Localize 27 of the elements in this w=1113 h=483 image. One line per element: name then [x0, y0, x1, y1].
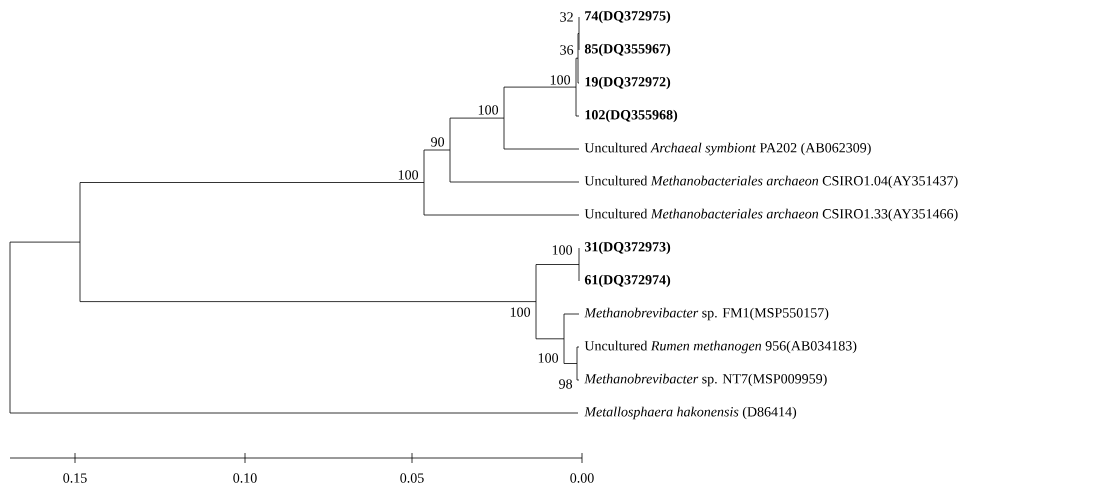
bootstrap-value: 100 — [510, 307, 531, 317]
taxon-label: Metallosphaera hakonensis (D86414) — [584, 406, 797, 420]
bootstrap-value: 100 — [478, 105, 499, 115]
tick-label: 0.15 — [63, 473, 87, 483]
bootstrap-value: 100 — [550, 75, 571, 85]
taxon-label: Uncultured Methanobacteriales archaeon CSIRO1.33(AY351466) — [584, 208, 958, 222]
taxon-label: 31(DQ372973) — [584, 241, 671, 255]
tick-label: 0.00 — [570, 473, 594, 483]
bootstrap-value: 100 — [552, 245, 573, 255]
bootstrap-value: 32 — [560, 12, 573, 22]
tick-label: 0.10 — [233, 473, 257, 483]
bootstrap-value: 90 — [431, 137, 445, 147]
taxon-label: 19(DQ372972) — [585, 76, 671, 90]
bootstrap-value: 98 — [559, 379, 573, 389]
taxon-label: Uncultured Methanobacteriales archaeon CSIRO1.04(AY351437) — [584, 175, 958, 189]
bootstrap-value: 100 — [538, 353, 559, 363]
taxon-label: Uncultured Rumen methanogen 956(AB034183) — [584, 340, 857, 354]
taxon-label: 102(DQ355968) — [585, 109, 678, 123]
taxon-label: Uncultured Archaeal symbiont PA202 (AB062309) — [584, 142, 871, 156]
taxon-label: Methanobrevibacter sp. NT7(MSP009959) — [584, 373, 827, 387]
bootstrap-value: 36 — [560, 45, 574, 55]
taxon-label: 85(DQ355967) — [584, 43, 671, 57]
bootstrap-value: 100 — [398, 170, 419, 180]
tick-label: 0.05 — [400, 473, 424, 483]
taxon-label: 61(DQ372974) — [584, 274, 671, 288]
taxon-label: 74(DQ372975) — [585, 10, 671, 24]
taxon-label: Methanobrevibacter sp. FM1(MSP550157) — [584, 307, 829, 321]
